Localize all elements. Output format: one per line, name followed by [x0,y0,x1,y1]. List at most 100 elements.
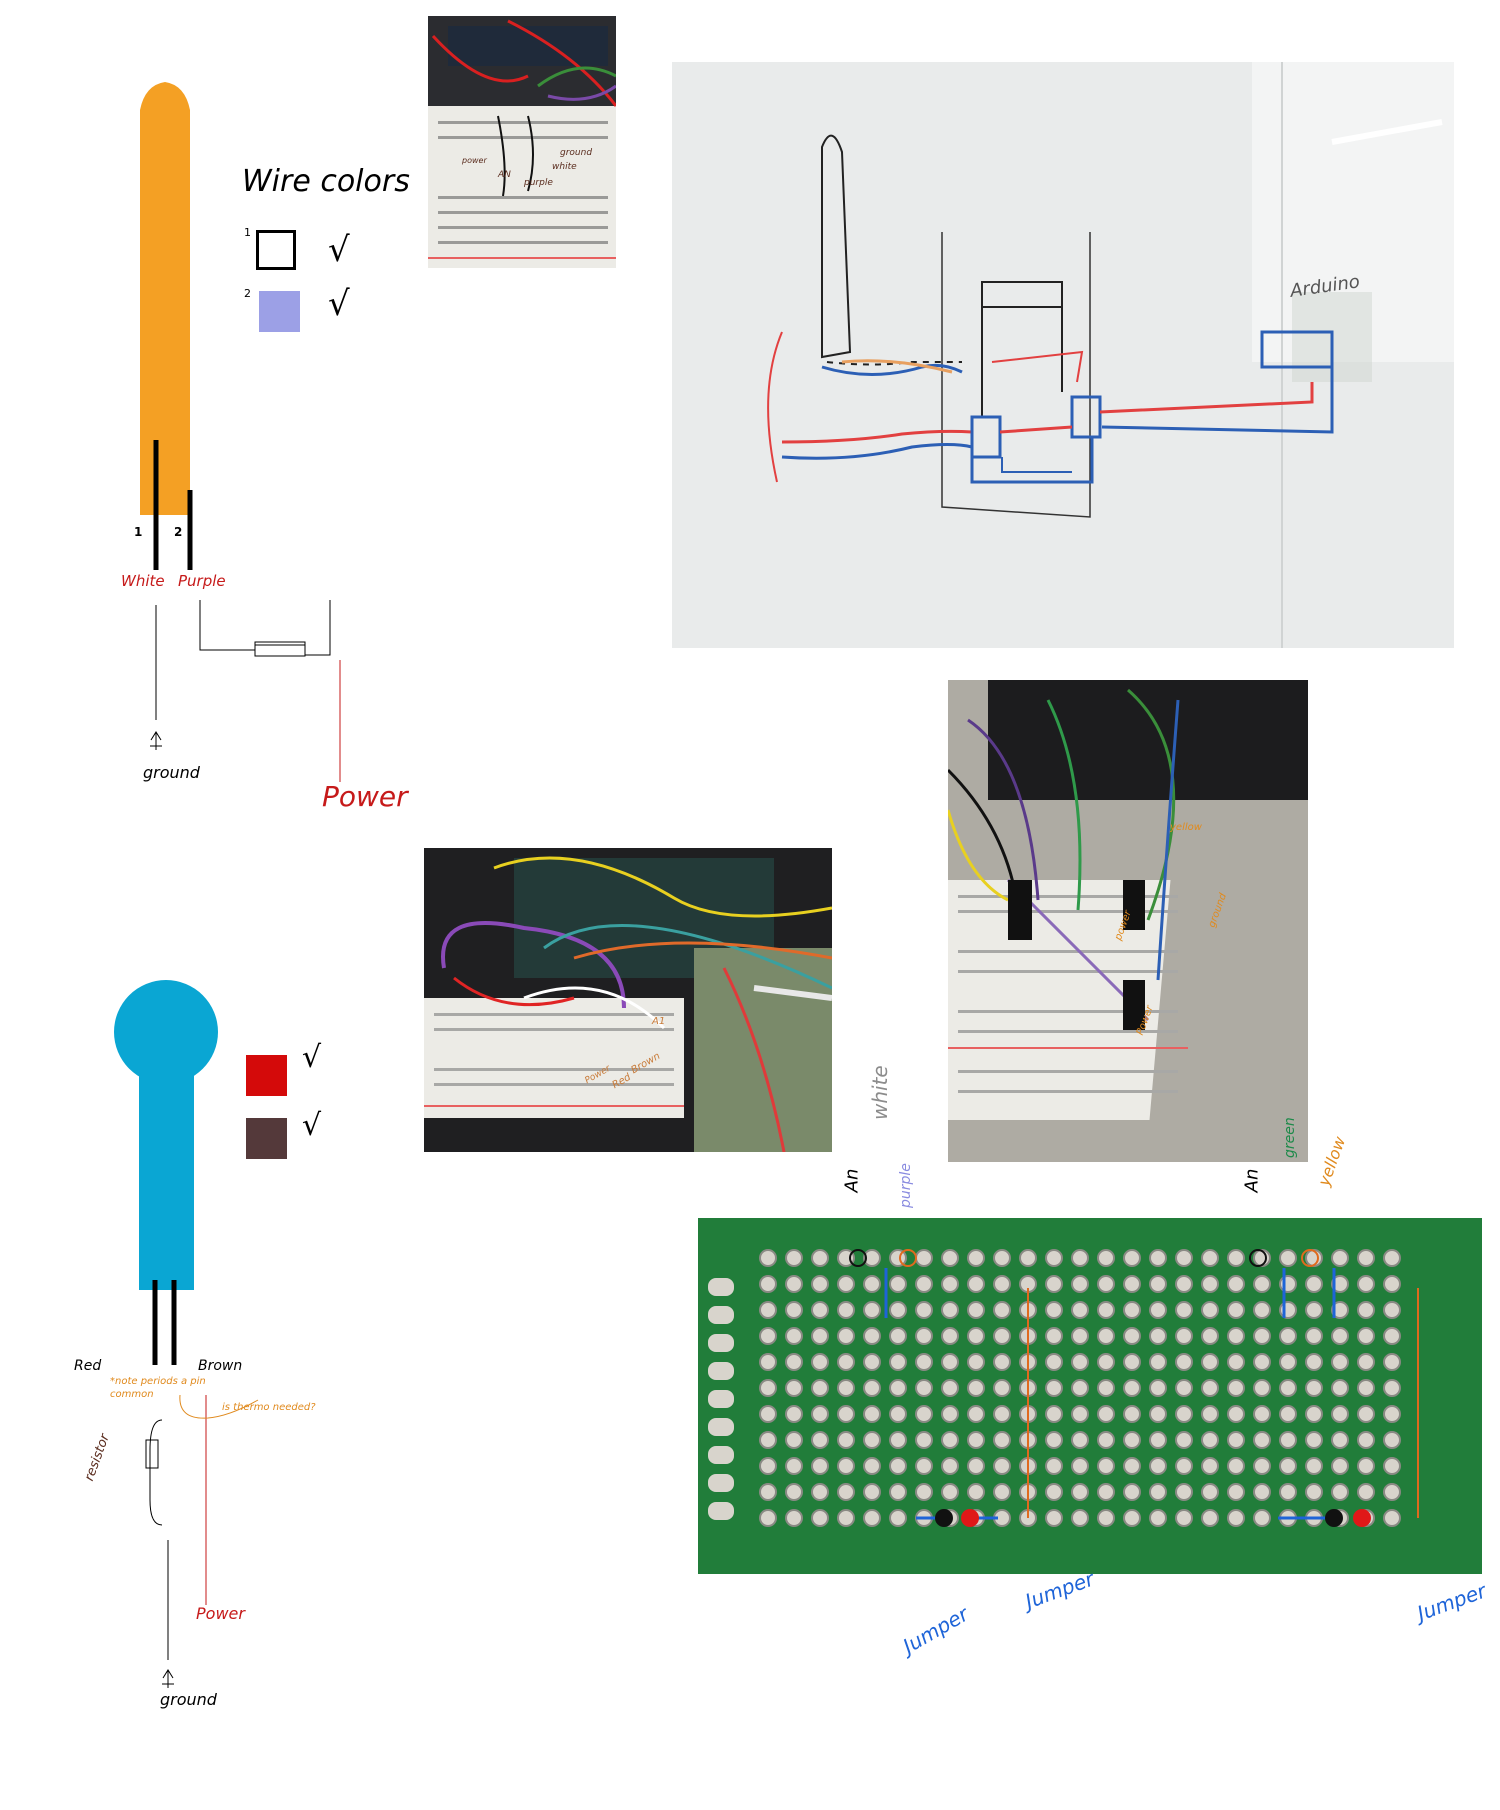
perfboard-hole [1071,1301,1089,1319]
perfboard-hole [915,1249,933,1267]
wire-label-purple: Purple [178,572,226,590]
perfboard-hole [993,1483,1011,1501]
perfboard-hole [1279,1301,1297,1319]
jumper-label-1: Jumper [898,1601,973,1659]
perfboard-hole [1071,1275,1089,1293]
perfboard-hole [759,1483,777,1501]
perfboard-hole [1253,1249,1271,1267]
perfboard-hole [759,1353,777,1371]
swatch-red-check: √ [302,1040,322,1075]
perfboard-hole [1071,1509,1089,1527]
perfboard-photo [698,1218,1482,1574]
breadboard-photo-middle: Power Red Brown A1 [424,848,832,1152]
perfboard-hole [1253,1431,1271,1449]
perfboard-edge-pad [708,1502,734,1520]
perfboard-hole [863,1379,881,1397]
perfboard-hole [1071,1483,1089,1501]
perf-label-green: green [1282,1117,1298,1158]
perfboard-hole [1123,1353,1141,1371]
perfboard-hole [1071,1327,1089,1345]
perfboard-hole [785,1275,803,1293]
perfboard-hole [1383,1275,1401,1293]
perfboard-hole [941,1483,959,1501]
perfboard-hole [785,1353,803,1371]
perfboard-hole [941,1327,959,1345]
perfboard-hole [785,1301,803,1319]
perfboard-hole [1383,1249,1401,1267]
perfboard-hole [1201,1275,1219,1293]
perfboard-hole [1331,1275,1349,1293]
perfboard-hole [1123,1509,1141,1527]
perfboard-hole [1331,1405,1349,1423]
perfboard-hole [1253,1301,1271,1319]
perfboard-hole [837,1379,855,1397]
perfboard-hole [1227,1379,1245,1397]
perfboard-hole [1201,1405,1219,1423]
perfboard-hole [759,1249,777,1267]
perfboard-hole [1071,1379,1089,1397]
perfboard-hole [915,1483,933,1501]
perfboard-hole [1149,1275,1167,1293]
perfboard-hole [889,1509,907,1527]
photo-top-label-purple: purple [524,178,553,188]
perfboard-hole [1123,1275,1141,1293]
perfboard-hole [863,1275,881,1293]
perfboard-hole [1279,1249,1297,1267]
perfboard-hole [1357,1483,1375,1501]
swatch-1-check: √ [328,230,350,270]
perfboard-hole [967,1431,985,1449]
perfboard-hole [915,1431,933,1449]
perfboard-hole [1201,1353,1219,1371]
perfboard-hole [1071,1353,1089,1371]
perfboard-hole [811,1327,829,1345]
perfboard-hole [1227,1327,1245,1345]
perfboard-hole [1097,1353,1115,1371]
perfboard-hole [993,1275,1011,1293]
perfboard-hole [1383,1353,1401,1371]
perfboard-hole [1383,1483,1401,1501]
perfboard-hole [967,1457,985,1475]
swatch-2-number: 2 [244,287,251,300]
breadboard-photo-right: yellow ground power Power [948,680,1308,1162]
perfboard-hole [1097,1379,1115,1397]
perfboard-hole [1201,1457,1219,1475]
perfboard-hole [1071,1457,1089,1475]
swatch-2-check: √ [328,284,350,324]
perfboard-hole [1331,1483,1349,1501]
perfboard-hole [1305,1431,1323,1449]
perfboard-hole [889,1405,907,1423]
perfboard-hole [1279,1379,1297,1397]
perfboard-hole [1383,1327,1401,1345]
perfboard-hole [1253,1509,1271,1527]
perfboard-hole [941,1275,959,1293]
photo-top-label-ground: ground [560,148,593,158]
whiteboard-photo: Arduino [672,62,1454,648]
perfboard-hole [941,1457,959,1475]
resistor-bracket [149,1419,163,1526]
perfboard-hole [941,1379,959,1397]
perfboard-hole [1201,1379,1219,1397]
swatch-brown [246,1118,287,1159]
perfboard-hole [889,1301,907,1319]
perfboard-hole [1071,1431,1089,1449]
perfboard-hole [993,1457,1011,1475]
perfboard-hole [837,1431,855,1449]
perfboard-hole [1279,1327,1297,1345]
perfboard-hole [1071,1405,1089,1423]
perfboard-hole [1123,1379,1141,1397]
perfboard-edge-pad [708,1446,734,1464]
perfboard-hole [915,1327,933,1345]
perfboard-hole [1097,1431,1115,1449]
perfboard-hole [993,1379,1011,1397]
perfboard-edge-pad [708,1306,734,1324]
perfboard-hole [993,1431,1011,1449]
jumper-label-3: Jumper [1414,1578,1490,1626]
perfboard-hole [785,1431,803,1449]
resistor-symbol-2 [145,1439,159,1469]
perfboard-hole [759,1431,777,1449]
perfboard-edge-pad [708,1474,734,1492]
perfboard-hole [967,1249,985,1267]
perfboard-hole [1045,1457,1063,1475]
perfboard-hole [1227,1483,1245,1501]
perfboard-hole [941,1301,959,1319]
